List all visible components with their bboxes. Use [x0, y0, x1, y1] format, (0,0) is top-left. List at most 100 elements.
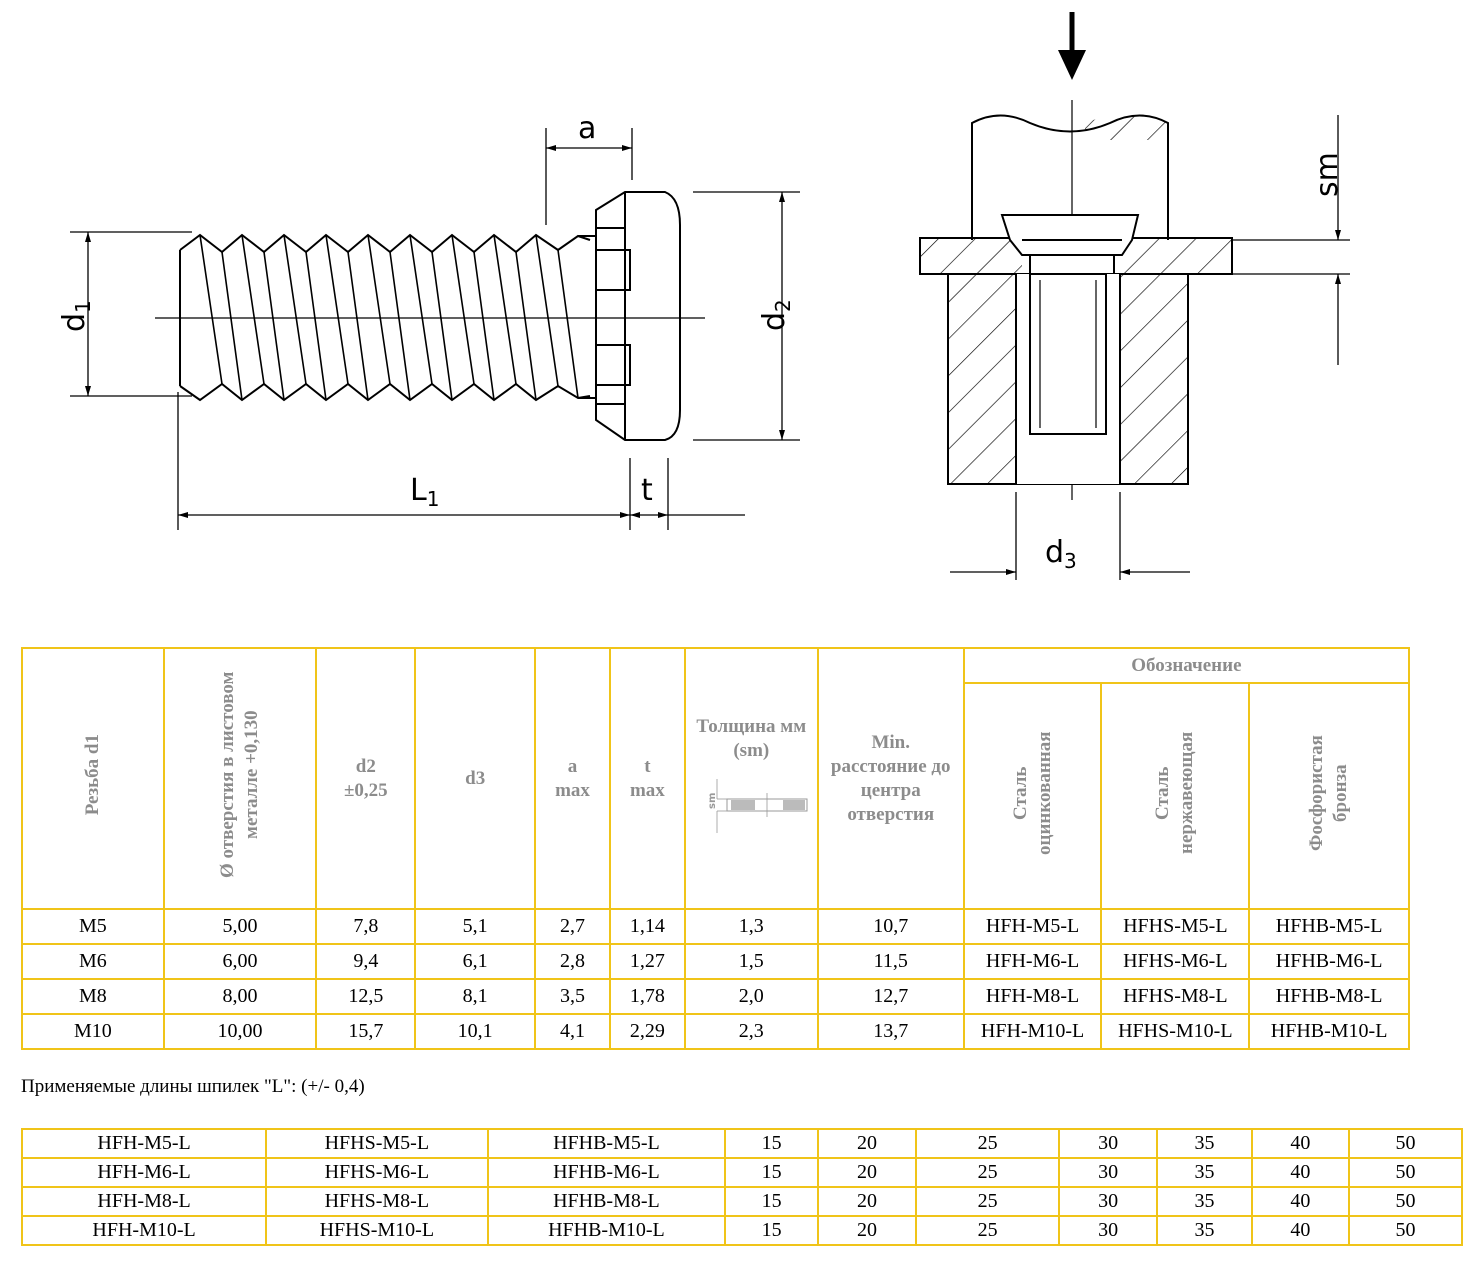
cell: M6: [21, 943, 165, 980]
cell: 1,3: [683, 908, 819, 945]
t-label: t: [641, 473, 653, 508]
cell: HFH-M6-L: [20, 1157, 268, 1188]
cell: 10,1: [414, 1013, 537, 1050]
cell: 9,4: [315, 943, 417, 980]
cell: 4,1: [534, 1013, 611, 1050]
installation-dimension-labels: sm d3: [1045, 152, 1345, 573]
header-min-distance: Min. расстояние до центра отверстия: [816, 647, 965, 910]
stud-dimensions: [70, 128, 800, 530]
cell: HFHB-M6-L: [486, 1157, 727, 1188]
cell: HFHS-M6-L: [265, 1157, 489, 1188]
cell: 50: [1348, 1215, 1463, 1246]
cell: HFHB-M10-L: [1248, 1013, 1410, 1050]
d3-label: d3: [1045, 535, 1077, 573]
cell: HFH-M8-L: [20, 1186, 268, 1217]
cell: 1,78: [608, 978, 686, 1015]
cell: 25: [915, 1186, 1060, 1217]
cell: 2,3: [683, 1013, 819, 1050]
cell: 30: [1057, 1215, 1159, 1246]
spec-header-row-1: Резьба d1 Ø отверстия в листовом металле…: [21, 647, 1411, 910]
cell: 15: [724, 1128, 819, 1159]
cell: HFH-M6-L: [962, 943, 1103, 980]
cell: 5,1: [414, 908, 537, 945]
header-hole: Ø отверстия в листовом металле +0,130: [162, 647, 318, 910]
cell: HFH-M10-L: [20, 1215, 268, 1246]
cell: M10: [21, 1013, 165, 1050]
cell: 25: [915, 1157, 1060, 1188]
cell: 1,27: [608, 943, 686, 980]
cell: 10,00: [162, 1013, 318, 1050]
cell: HFHB-M10-L: [486, 1215, 727, 1246]
header-thickness: Толщина мм (sm) sm: [683, 647, 819, 910]
d2-label: d2: [757, 299, 795, 331]
cell: HFH-M5-L: [20, 1128, 268, 1159]
cell: 8,1: [414, 978, 537, 1015]
cell: HFH-M8-L: [962, 978, 1103, 1015]
header-thread: Резьба d1: [21, 647, 165, 910]
header-a: a max: [534, 647, 611, 910]
cell: 15: [724, 1215, 819, 1246]
cell: 40: [1250, 1157, 1351, 1188]
cell: HFHS-M8-L: [265, 1186, 489, 1217]
cell: HFHS-M5-L: [265, 1128, 489, 1159]
stud-side-view: [155, 191, 705, 441]
header-bronze: Фосфористая бронза: [1248, 682, 1410, 910]
cell: 20: [816, 1128, 918, 1159]
cell: HFHB-M6-L: [1248, 943, 1410, 980]
cell: HFHS-M5-L: [1100, 908, 1251, 945]
cell: 50: [1348, 1186, 1463, 1217]
cell: 8,00: [162, 978, 318, 1015]
header-steel-zinc: Сталь оцинкованная: [962, 682, 1103, 910]
cell: 10,7: [816, 908, 965, 945]
cell: 15: [724, 1186, 819, 1217]
cell: HFHB-M5-L: [486, 1128, 727, 1159]
L1-label: L1: [410, 473, 439, 511]
cell: 35: [1156, 1128, 1253, 1159]
installation-dimensions: [950, 115, 1350, 580]
spec-header-row-2: Сталь оцинкованная Сталь нержавеющая Фос…: [22, 682, 1410, 910]
cell: 35: [1156, 1186, 1253, 1217]
cell: 50: [1348, 1128, 1463, 1159]
cell: HFH-M10-L: [962, 1013, 1103, 1050]
thread-top-profile: [179, 233, 591, 254]
cell: HFHS-M6-L: [1100, 943, 1251, 980]
header-steel-stainless: Сталь нержавеющая: [1100, 682, 1251, 910]
cell: 2,0: [683, 978, 819, 1015]
cell: 20: [816, 1186, 918, 1217]
cell: 40: [1250, 1215, 1351, 1246]
header-t: t max: [608, 647, 686, 910]
cell: 2,7: [534, 908, 611, 945]
installation-section-view: [919, 12, 1233, 500]
cell: HFHB-M8-L: [1248, 978, 1410, 1015]
a-label: a: [578, 111, 596, 146]
cell: 15,7: [315, 1013, 417, 1050]
header-designation: Обозначение: [962, 647, 1411, 684]
cell: 25: [915, 1128, 1060, 1159]
cell: 13,7: [816, 1013, 965, 1050]
header-d2: d2 ±0,25: [315, 647, 417, 910]
sheet-thickness-icon: sm: [707, 778, 808, 833]
stud-technical-drawing: d1 d2 a L1 t: [57, 12, 1350, 580]
cell: 11,5: [816, 943, 965, 980]
cell: HFHS-M8-L: [1100, 978, 1251, 1015]
cell: 20: [816, 1215, 918, 1246]
cell: 50: [1348, 1157, 1463, 1188]
d1-label: d1: [57, 300, 95, 332]
cell: HFHS-M10-L: [265, 1215, 489, 1246]
cell: 1,5: [683, 943, 819, 980]
cell: 35: [1156, 1215, 1253, 1246]
header-d3: d3: [414, 647, 537, 910]
cell: 30: [1057, 1157, 1159, 1188]
cell: HFHB-M8-L: [486, 1186, 727, 1217]
cell: 30: [1057, 1128, 1159, 1159]
cell: M5: [21, 908, 165, 945]
cell: 6,1: [414, 943, 537, 980]
